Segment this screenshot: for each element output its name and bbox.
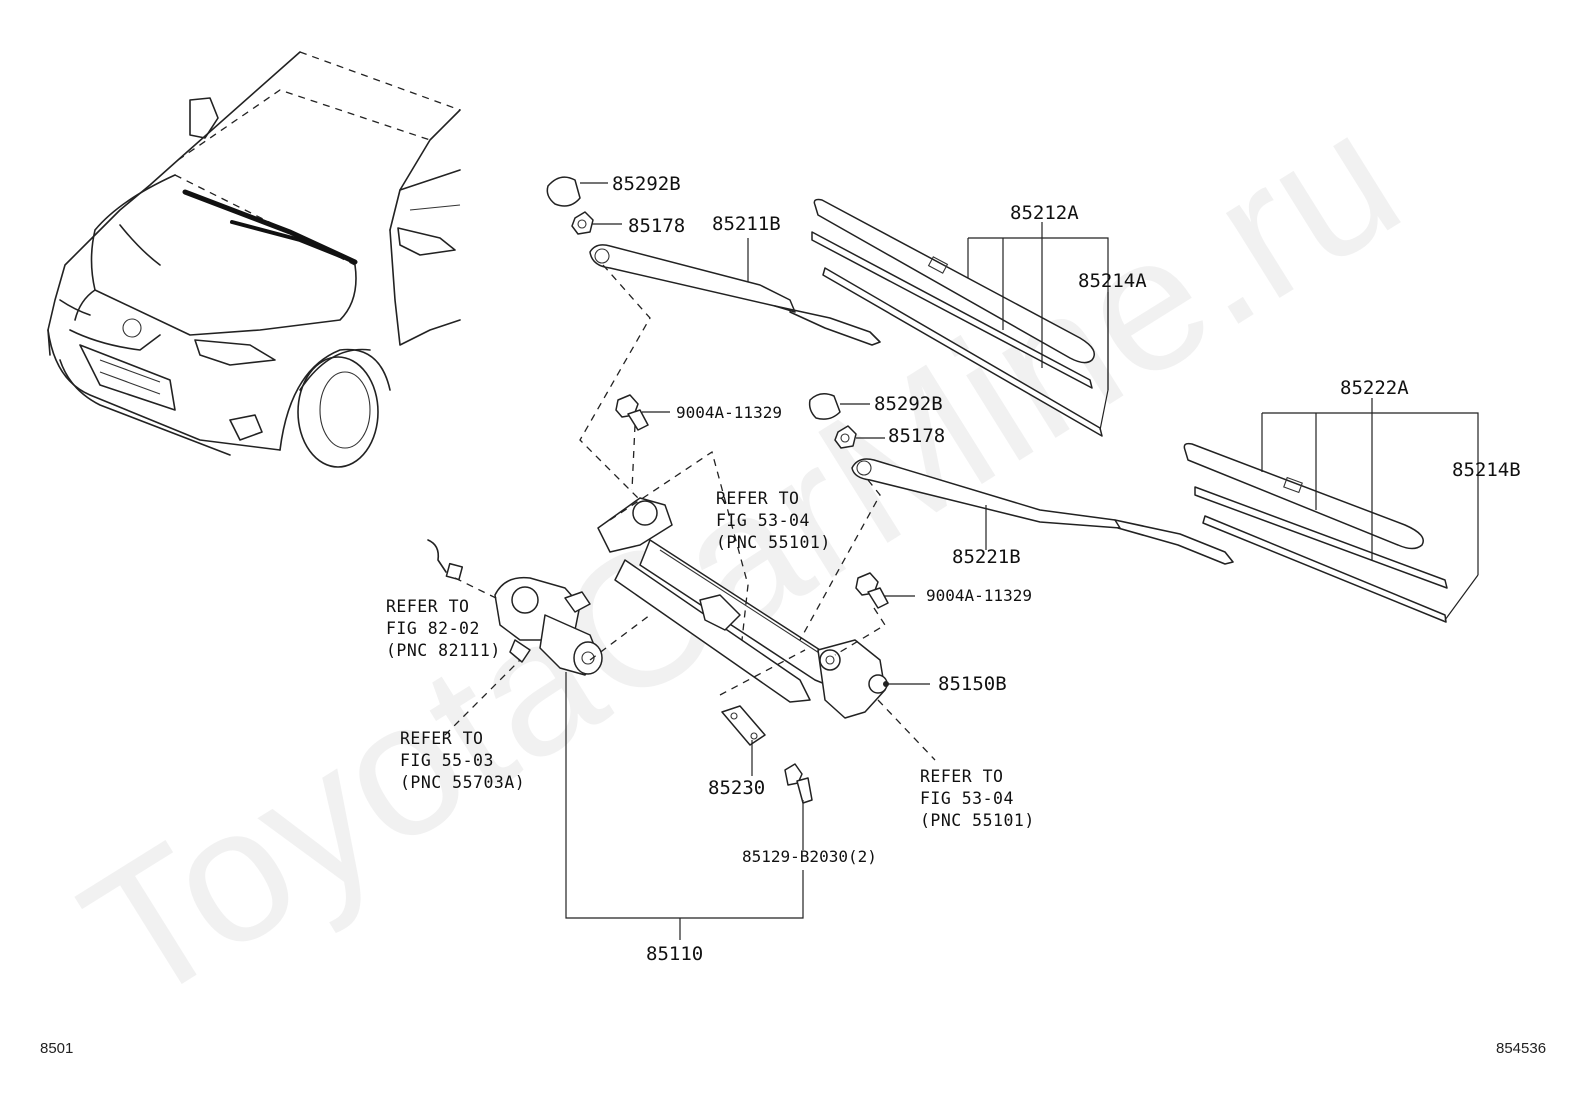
label-nut-upper: 85178 (628, 215, 685, 237)
label-bolt-upper: 9004A-11329 (676, 403, 782, 422)
part-labels: 85292B 85178 85211B 85212A 85214A 9004A-… (612, 173, 1521, 965)
label-insert-rear: 85214B (1452, 459, 1521, 481)
label-cap-upper: 85292B (612, 173, 681, 195)
rear-wiper-arm-85221B (851, 458, 1234, 565)
front-wiper-blade-85212A (811, 198, 1103, 437)
refer-line: (PNC 55101) (716, 533, 831, 552)
refer-note-fig5304-lower: REFER TO FIG 53-04 (PNC 55101) (920, 767, 1035, 830)
dashed-guides (444, 264, 936, 761)
refer-line: REFER TO (920, 767, 1003, 786)
label-bolt-lower: 9004A-11329 (926, 586, 1032, 605)
footer-right-code: 854536 (1496, 1040, 1546, 1057)
vehicle-illustration (47, 51, 461, 468)
label-assembly: 85110 (646, 943, 703, 965)
bracket-85230 (721, 705, 766, 746)
label-blade-rear: 85222A (1340, 377, 1409, 399)
refer-line: FIG 82-02 (386, 619, 480, 638)
label-cap-lower: 85292B (874, 393, 943, 415)
bolt-85129-B2030 (784, 763, 813, 804)
refer-line: (PNC 55101) (920, 811, 1035, 830)
label-arm-front: 85211B (712, 213, 781, 235)
refer-line: FIG 55-03 (400, 751, 494, 770)
refer-note-fig5304-upper: REFER TO FIG 53-04 (PNC 55101) (716, 489, 831, 552)
refer-line: (PNC 55703A) (400, 773, 525, 792)
refer-line: FIG 53-04 (920, 789, 1014, 808)
label-arm-rear: 85221B (952, 546, 1021, 568)
footer-left-code: 8501 (40, 1040, 73, 1057)
label-nut-lower: 85178 (888, 425, 945, 447)
nut-85178-upper (571, 211, 594, 235)
refer-note-fig8202: REFER TO FIG 82-02 (PNC 82111) (386, 597, 501, 660)
cap-85292B-lower (808, 393, 841, 420)
refer-line: (PNC 82111) (386, 641, 501, 660)
wiper-motor (427, 539, 603, 676)
label-blade-front: 85212A (1010, 202, 1079, 224)
refer-line: REFER TO (716, 489, 799, 508)
cap-85292B-upper (546, 176, 581, 207)
refer-line: REFER TO (386, 597, 469, 616)
rear-wiper-blade-85222A (1183, 442, 1448, 623)
label-link: 85150B (938, 673, 1007, 695)
refer-line: FIG 53-04 (716, 511, 810, 530)
leader-lines (565, 182, 1479, 940)
bolt-9004A-11329-upper (615, 394, 649, 431)
label-bolt-bracket: 85129-B2030(2) (742, 847, 877, 866)
front-wiper-arm-85211B (589, 244, 881, 346)
refer-note-fig5503: REFER TO FIG 55-03 (PNC 55703A) (400, 729, 525, 792)
label-bracket: 85230 (708, 777, 765, 799)
nut-85178-lower (834, 425, 857, 449)
bolt-9004A-11329-lower (855, 572, 889, 609)
label-insert-front: 85214A (1078, 270, 1147, 292)
refer-line: REFER TO (400, 729, 483, 748)
